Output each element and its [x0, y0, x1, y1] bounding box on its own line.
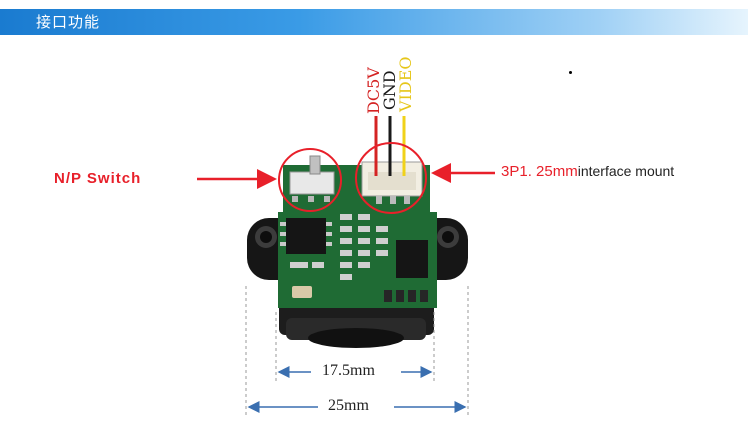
- interface-mount-label: 3P1. 25mminterface mount: [501, 163, 674, 180]
- header-bar: [0, 9, 748, 35]
- np-switch-label: N/P Switch: [54, 170, 142, 187]
- interface-size-text: 3P1. 25mm: [501, 163, 578, 180]
- dimension-outer-label: 25mm: [328, 397, 369, 414]
- switch-highlight-circle: [278, 148, 342, 212]
- stray-dot: [569, 71, 572, 74]
- page-title: 接口功能: [36, 13, 101, 31]
- interface-connector: [361, 161, 423, 204]
- dimension-inner-label: 17.5mm: [322, 362, 375, 379]
- interface-mount-text: interface mount: [577, 163, 675, 179]
- pcb-board: [278, 165, 437, 308]
- np-switch-component: [289, 155, 335, 202]
- pin-label-video: VIDEO: [396, 56, 415, 113]
- connector-highlight-circle: [355, 142, 427, 214]
